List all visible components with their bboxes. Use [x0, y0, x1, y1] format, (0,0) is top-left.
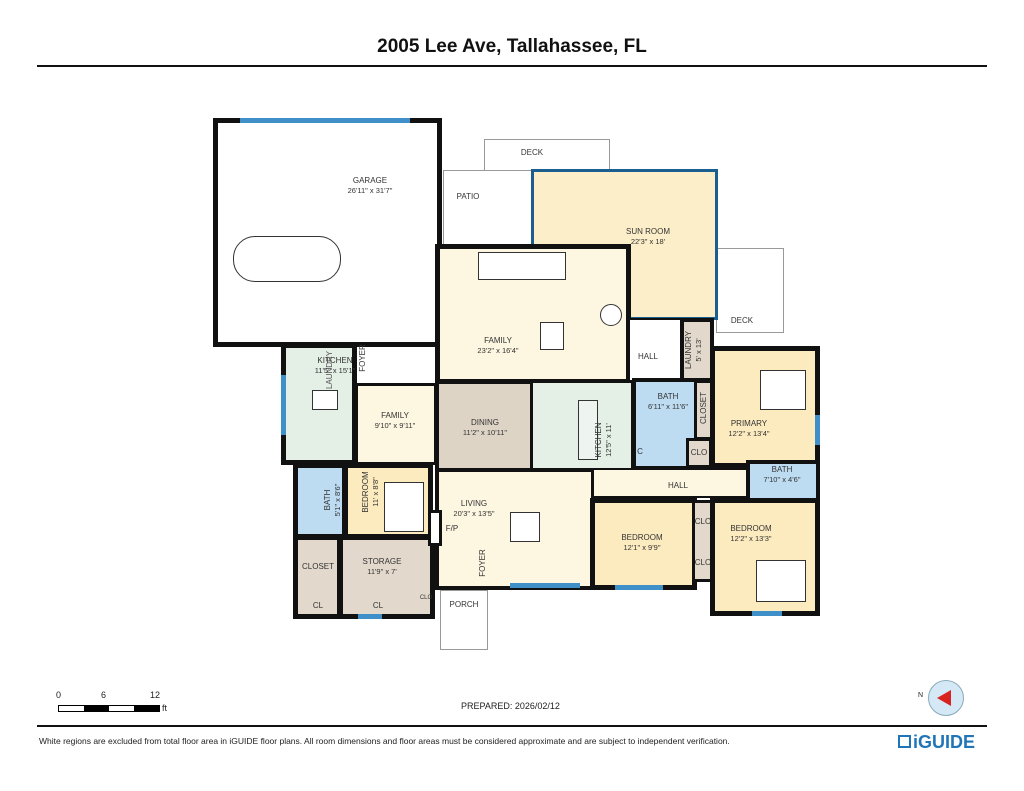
car-icon: [233, 236, 341, 282]
sofa-icon: [478, 252, 566, 280]
iguide-logo: iGUIDE: [898, 732, 975, 753]
cl-label-2: CL: [372, 601, 384, 610]
patio: [443, 170, 533, 245]
bed-icon: [384, 482, 424, 532]
chair-icon: [540, 322, 564, 350]
compass-icon: [928, 680, 964, 716]
living-window: [510, 583, 580, 588]
hall-upper: [628, 318, 684, 382]
room-bedroom-1: [590, 498, 697, 590]
compass-north: N: [918, 692, 924, 699]
disclaimer: White regions are excluded from total fl…: [39, 736, 730, 746]
dining-table-icon: [312, 390, 338, 410]
logo-icon: [898, 735, 911, 748]
deck-label-right: DECK: [730, 316, 754, 325]
clo-label-2: CLO: [694, 517, 712, 526]
deck-label: DECK: [520, 148, 544, 157]
porch: [440, 590, 488, 650]
closet-west: [293, 535, 342, 619]
top-divider: [37, 65, 987, 67]
cl-label-1: CL: [312, 601, 324, 610]
bottom-divider: [37, 725, 987, 727]
closet-west-label: CLOSET: [301, 562, 335, 571]
island-icon: [578, 400, 598, 460]
foyer-west-label: FOYER: [358, 344, 367, 372]
table-icon: [600, 304, 622, 326]
logo-text: iGUIDE: [913, 732, 976, 752]
scale-unit: ft: [162, 703, 168, 713]
bedroom-2-window: [752, 611, 782, 616]
c-label: C: [637, 447, 643, 456]
scale-bar: [58, 705, 160, 712]
room-dining: [435, 380, 534, 472]
scale-tick-0: 0: [56, 690, 62, 700]
prepared-date: PREPARED: 2026/02/12: [461, 701, 560, 711]
hall-lower-label: HALL: [667, 481, 689, 490]
dining-table-living-icon: [510, 512, 540, 542]
primary-window: [815, 415, 820, 445]
fireplace-icon: [428, 510, 442, 546]
clo-hall-label: CLO: [690, 448, 708, 457]
clo-label-storage: CLO: [419, 595, 433, 601]
bedroom-1-window: [615, 585, 663, 590]
bed-primary-icon: [760, 370, 806, 410]
page-title: 2005 Lee Ave, Tallahassee, FL: [377, 36, 647, 57]
room-storage: [338, 535, 435, 619]
laundry-alt-label: LAUNDRY: [325, 350, 334, 390]
room-garage: [213, 118, 442, 347]
scale-tick-12: 12: [150, 690, 161, 700]
kitchen-west-window: [281, 375, 286, 435]
hall-lower: [592, 468, 752, 498]
room-family-west: [355, 383, 437, 465]
garage-window: [240, 118, 410, 123]
bed-2-icon: [756, 560, 806, 602]
deck-top: [484, 139, 610, 171]
hall-upper-label: HALL: [637, 352, 659, 361]
clo-label-3: CLO: [694, 558, 712, 567]
porch-label: PORCH: [449, 600, 479, 609]
foyer-label: FOYER: [478, 549, 487, 577]
fireplace-label: F/P: [445, 524, 459, 533]
closet-primary-label: CLOSET: [699, 391, 708, 425]
scale-tick-6: 6: [101, 690, 107, 700]
room-bath-primary: [746, 460, 820, 502]
storage-window: [358, 614, 382, 619]
patio-label: PATIO: [456, 192, 480, 201]
